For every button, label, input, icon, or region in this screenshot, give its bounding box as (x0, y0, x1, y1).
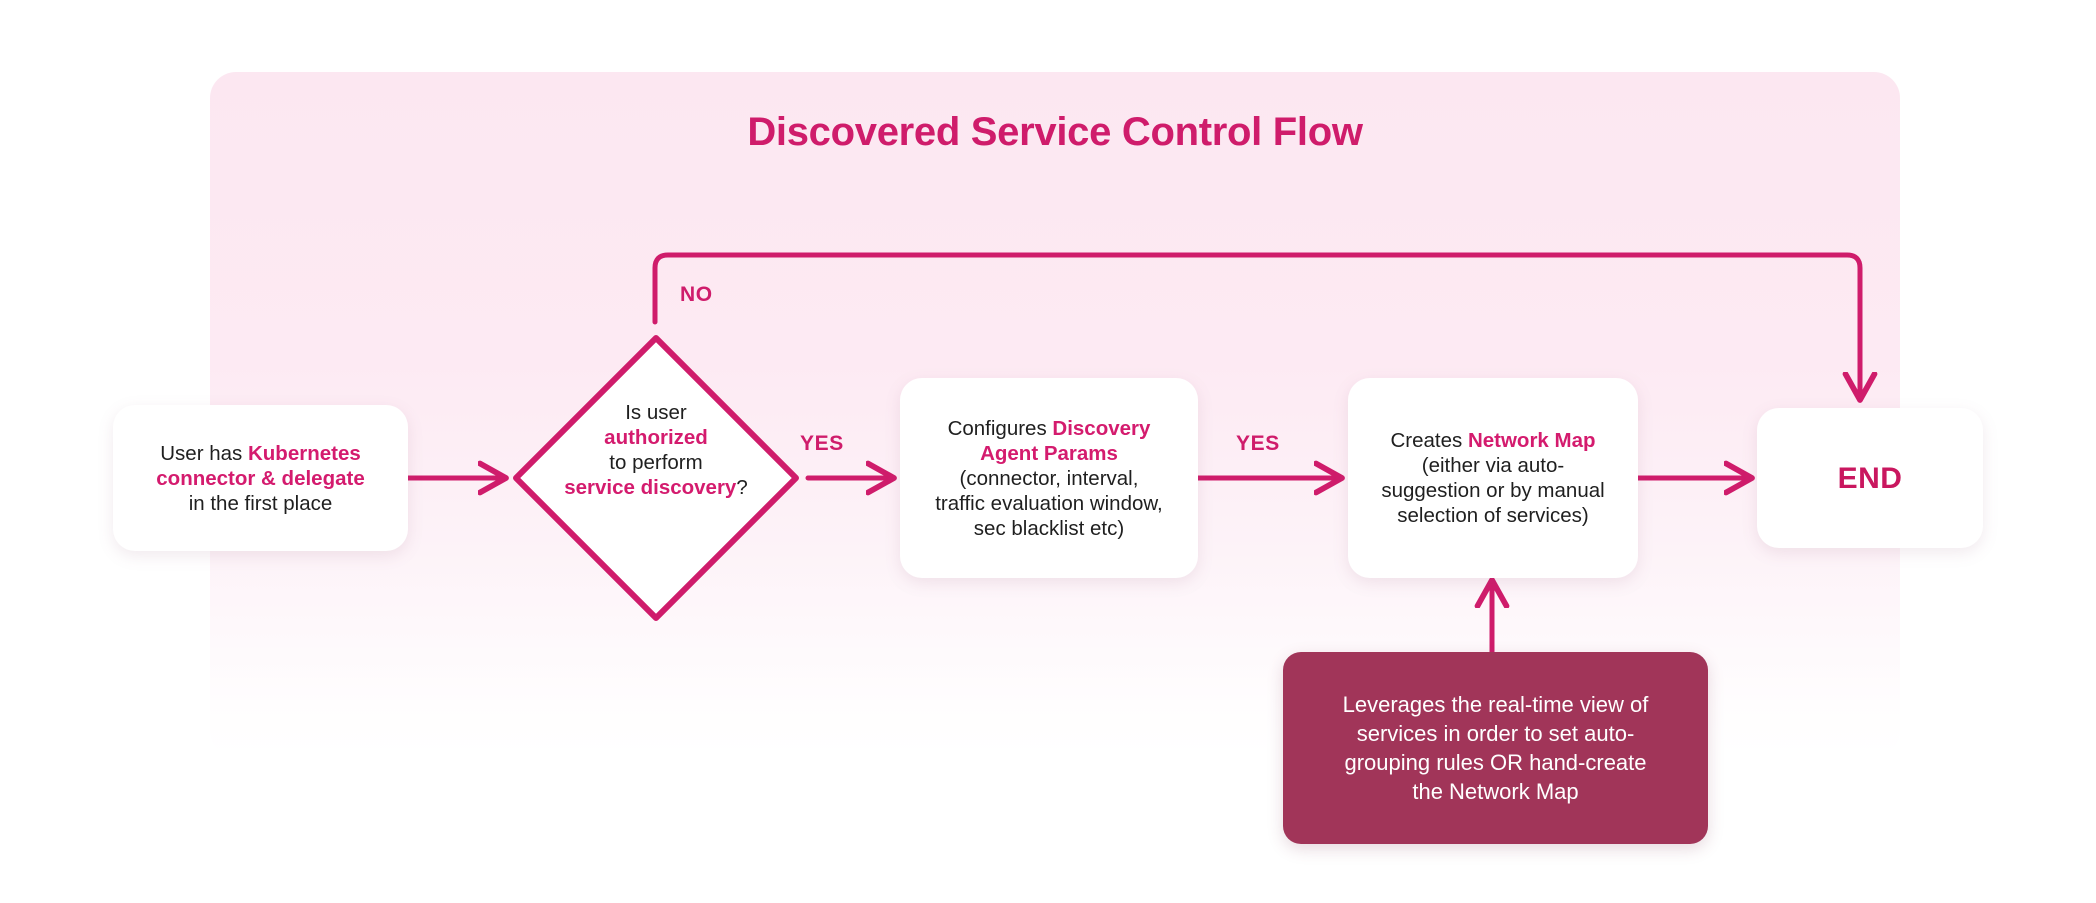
edge-label-yes-1: YES (800, 432, 844, 455)
edge-label-yes-2: YES (1236, 432, 1280, 455)
node-create-network-map-label: Creates Network Map(either via auto-sugg… (1381, 429, 1605, 527)
node-end[interactable]: END (1757, 408, 1983, 548)
edge-label-no: NO (680, 283, 713, 306)
page-title: Discovered Service Control Flow (747, 110, 1363, 154)
node-create-network-map[interactable]: Creates Network Map(either via auto-sugg… (1348, 378, 1638, 578)
node-end-label: END (1837, 461, 1903, 495)
decision-diamond[interactable] (500, 322, 812, 634)
